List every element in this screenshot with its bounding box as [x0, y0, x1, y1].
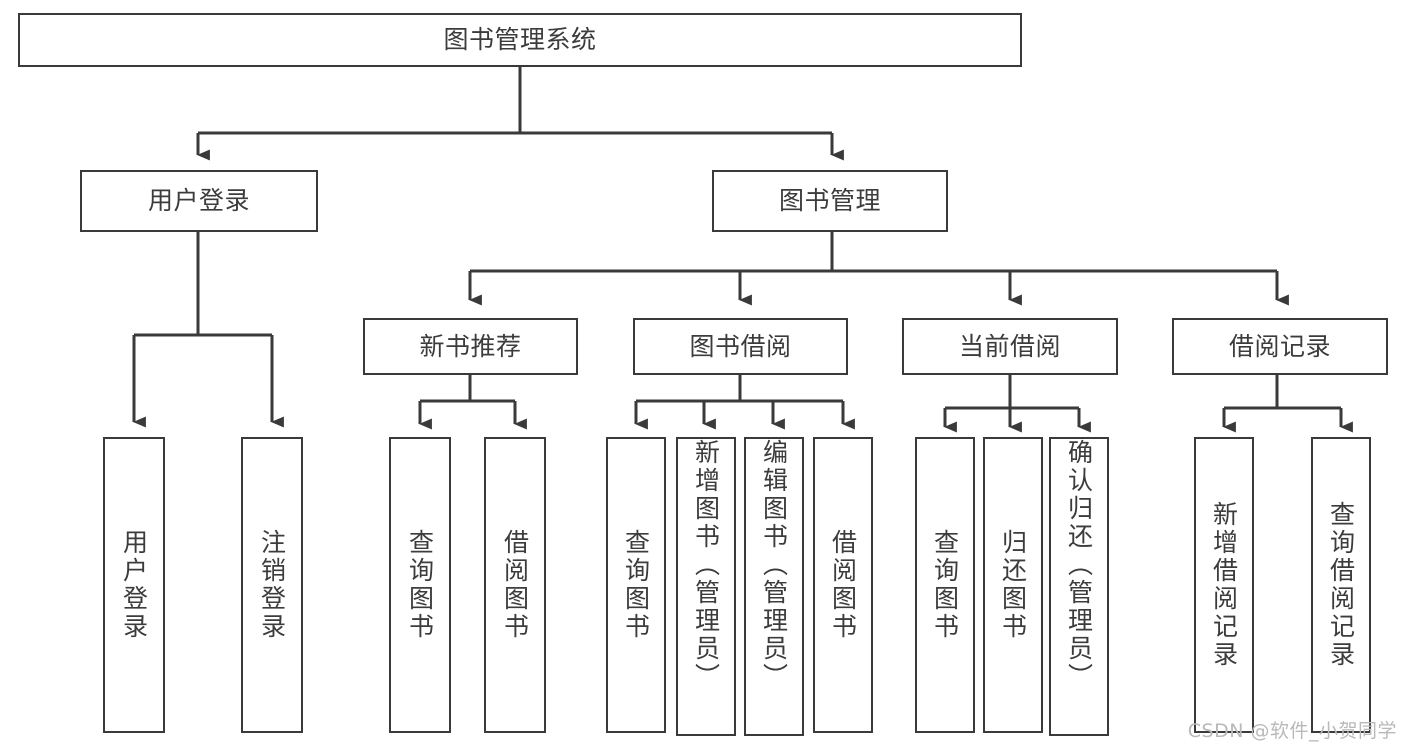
node-book-borrow[interactable]: 图书借阅 [633, 318, 848, 375]
leaf-borrow-book[interactable]: 借阅图书 [813, 437, 873, 733]
node-label: 新增图书（管理员） [691, 439, 721, 691]
node-label: 确认归还（管理员） [1064, 439, 1094, 691]
node-current-borrow[interactable]: 当前借阅 [902, 318, 1118, 375]
node-label: 查询图书 [930, 529, 960, 641]
node-label: 借阅图书 [500, 529, 530, 641]
leaf-logout-login[interactable]: 注销登录 [241, 437, 303, 733]
watermark: CSDN @软件_小贺同学 [1187, 720, 1397, 742]
node-label: 归还图书 [998, 529, 1028, 641]
leaf-user-login[interactable]: 用户登录 [103, 437, 165, 733]
leaf-query-book-borrow[interactable]: 查询图书 [606, 437, 666, 733]
node-label: 注销登录 [257, 529, 287, 641]
node-borrow-record[interactable]: 借阅记录 [1172, 318, 1388, 375]
node-root-system[interactable]: 图书管理系统 [18, 13, 1022, 67]
leaf-query-book-recommend[interactable]: 查询图书 [389, 437, 451, 733]
node-label: 图书管理系统 [443, 25, 597, 54]
node-label: 图书管理 [778, 186, 881, 215]
node-label: 借阅图书 [828, 529, 858, 641]
node-label: 用户登录 [147, 186, 250, 215]
node-label: 当前借阅 [958, 331, 1061, 361]
node-label: 用户登录 [119, 529, 149, 641]
node-book-management[interactable]: 图书管理 [712, 170, 948, 232]
leaf-borrow-book-recommend[interactable]: 借阅图书 [484, 437, 546, 733]
leaf-query-book-current[interactable]: 查询图书 [915, 437, 975, 733]
node-new-book-recommend[interactable]: 新书推荐 [363, 318, 578, 375]
node-label: 编辑图书（管理员） [759, 439, 789, 691]
node-label: 查询借阅记录 [1326, 501, 1356, 669]
leaf-edit-book-admin[interactable]: 编辑图书（管理员） [744, 437, 804, 736]
node-label: 查询图书 [405, 529, 435, 641]
node-label: 新书推荐 [419, 331, 522, 361]
node-label: 借阅记录 [1228, 331, 1331, 361]
node-label: 查询图书 [621, 529, 651, 641]
leaf-query-borrow-record[interactable]: 查询借阅记录 [1311, 437, 1371, 733]
node-label: 新增借阅记录 [1209, 501, 1239, 669]
leaf-add-book-admin[interactable]: 新增图书（管理员） [676, 437, 736, 736]
leaf-return-book[interactable]: 归还图书 [983, 437, 1043, 733]
leaf-confirm-return-admin[interactable]: 确认归还（管理员） [1049, 437, 1109, 736]
node-user-login[interactable]: 用户登录 [80, 170, 318, 232]
leaf-add-borrow-record[interactable]: 新增借阅记录 [1194, 437, 1254, 733]
node-label: 图书借阅 [689, 331, 792, 361]
